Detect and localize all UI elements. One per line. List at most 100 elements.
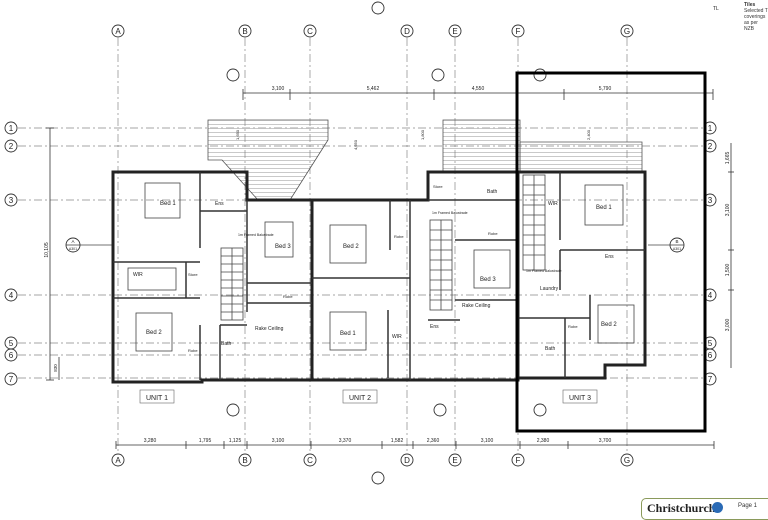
bottom-dimension-line: 3,280 1,795 1,125 3,100 3,370 1,582 2,36… <box>115 438 715 449</box>
tiles-note: Tiles Selected T coverings as per NZB <box>744 2 768 32</box>
svg-text:3,100: 3,100 <box>272 86 285 92</box>
svg-text:WIR: WIR <box>392 334 402 340</box>
svg-text:Bed 1: Bed 1 <box>160 201 176 207</box>
svg-text:1,795: 1,795 <box>199 438 212 444</box>
tiles-note-title: Tiles <box>744 2 756 8</box>
unit-3-label: UNIT 3 <box>569 395 591 402</box>
svg-text:7: 7 <box>9 375 14 384</box>
svg-text:Robe: Robe <box>394 234 404 239</box>
svg-text:4: 4 <box>708 291 713 300</box>
svg-text:Ens: Ens <box>430 324 439 330</box>
tiles-note-line: coverings <box>744 14 766 20</box>
svg-text:Bed 1: Bed 1 <box>340 331 356 337</box>
svg-text:Store: Store <box>433 184 443 189</box>
svg-text:A301: A301 <box>69 247 77 251</box>
grid-column-bubbles-top: A B C D E F G <box>111 24 634 38</box>
grid-column-bubbles-bottom: A B C D E F G <box>111 453 634 467</box>
svg-text:Robe: Robe <box>188 348 198 353</box>
svg-text:5,462: 5,462 <box>367 86 380 92</box>
svg-text:4,650: 4,650 <box>353 139 358 150</box>
svg-text:1m Framed Balustrade: 1m Framed Balustrade <box>432 211 468 215</box>
logo-icon <box>712 502 723 513</box>
svg-text:2: 2 <box>708 142 713 151</box>
svg-text:Rake Ceiling: Rake Ceiling <box>462 303 491 309</box>
svg-text:830: 830 <box>53 364 58 372</box>
unit-labels: UNIT 1 UNIT 2 UNIT 3 <box>139 389 598 404</box>
svg-text:1,500: 1,500 <box>725 264 731 277</box>
unit-3-plan <box>516 170 647 380</box>
svg-text:Bed 1: Bed 1 <box>596 205 612 211</box>
svg-text:WIR: WIR <box>548 201 558 207</box>
svg-text:5: 5 <box>708 339 713 348</box>
svg-text:A: A <box>115 27 121 36</box>
svg-text:1: 1 <box>708 124 713 133</box>
right-dimension-line: 1,665 3,100 1,500 3,000 <box>725 143 734 368</box>
svg-text:Robe: Robe <box>283 294 293 299</box>
svg-text:3,100: 3,100 <box>725 204 731 217</box>
section-marker-right: B A301 <box>648 237 685 253</box>
svg-text:Ens: Ens <box>605 254 614 260</box>
svg-text:3,370: 3,370 <box>339 438 352 444</box>
svg-text:Bath: Bath <box>487 189 498 195</box>
svg-text:1: 1 <box>9 124 14 133</box>
svg-text:F: F <box>516 456 521 465</box>
svg-text:Bed 2: Bed 2 <box>601 322 617 328</box>
staircase <box>429 219 453 311</box>
north-note: TL <box>713 6 719 12</box>
left-dimension-line: 10,105 830 <box>44 127 60 381</box>
tiles-note-line: Selected T <box>744 8 768 14</box>
unit-2-plan <box>312 170 520 382</box>
svg-text:A: A <box>71 239 74 244</box>
roof-hatch <box>207 119 643 201</box>
svg-text:C: C <box>307 27 313 36</box>
svg-text:Robe: Robe <box>568 324 578 329</box>
staircase <box>522 174 546 271</box>
svg-text:2,380: 2,380 <box>537 438 550 444</box>
svg-text:B: B <box>242 27 247 36</box>
svg-text:Robe: Robe <box>488 231 498 236</box>
svg-text:1,125: 1,125 <box>229 438 242 444</box>
svg-text:3,000: 3,000 <box>725 319 731 332</box>
staircase <box>220 247 244 321</box>
top-dimension-line: 3,100 5,462 4,550 5,790 <box>242 86 714 100</box>
title-block: Christchurch Page 1 <box>641 498 768 520</box>
svg-text:B: B <box>675 239 678 244</box>
svg-text:10,105: 10,105 <box>44 242 50 258</box>
svg-text:E: E <box>452 456 457 465</box>
svg-text:A: A <box>115 456 121 465</box>
svg-text:G: G <box>624 456 630 465</box>
svg-text:6: 6 <box>9 351 14 360</box>
unit-1-label: UNIT 1 <box>146 395 168 402</box>
unit-2-label: UNIT 2 <box>349 395 371 402</box>
grid-rows <box>18 127 703 379</box>
svg-text:3,100: 3,100 <box>272 438 285 444</box>
svg-text:Bed 2: Bed 2 <box>146 330 162 336</box>
svg-text:E: E <box>452 27 457 36</box>
svg-text:3: 3 <box>9 196 14 205</box>
svg-text:Bath: Bath <box>545 346 556 352</box>
grid-row-bubbles-left: 1 2 3 4 5 6 7 <box>4 121 18 386</box>
svg-text:Laundry: Laundry <box>540 286 559 292</box>
svg-text:4: 4 <box>9 291 14 300</box>
svg-text:1,650: 1,650 <box>235 129 240 140</box>
svg-text:Bed 3: Bed 3 <box>275 244 291 250</box>
elevation-markers <box>226 1 547 485</box>
room-labels: Bed 1 Ens WIR Store Bed 2 Robe Bath Bed … <box>133 184 617 353</box>
svg-text:1m Framed Balustrade: 1m Framed Balustrade <box>238 233 274 237</box>
svg-text:D: D <box>404 27 410 36</box>
svg-text:1,665: 1,665 <box>725 152 731 165</box>
svg-text:1m Framed Balustrade: 1m Framed Balustrade <box>526 269 562 273</box>
section-marker-left: A A301 <box>65 237 113 253</box>
svg-text:3,100: 3,100 <box>481 438 494 444</box>
svg-text:WIR: WIR <box>133 272 143 278</box>
vertical-dimension-labels: 1,650 4,650 1,800 2,400 <box>235 129 591 150</box>
unit-3-highlight-box <box>515 71 707 433</box>
svg-text:7: 7 <box>708 375 713 384</box>
svg-text:1,800: 1,800 <box>420 129 425 140</box>
svg-text:F: F <box>516 27 521 36</box>
svg-text:5: 5 <box>9 339 14 348</box>
svg-text:3,700: 3,700 <box>599 438 612 444</box>
svg-text:4,550: 4,550 <box>472 86 485 92</box>
svg-text:B: B <box>242 456 247 465</box>
